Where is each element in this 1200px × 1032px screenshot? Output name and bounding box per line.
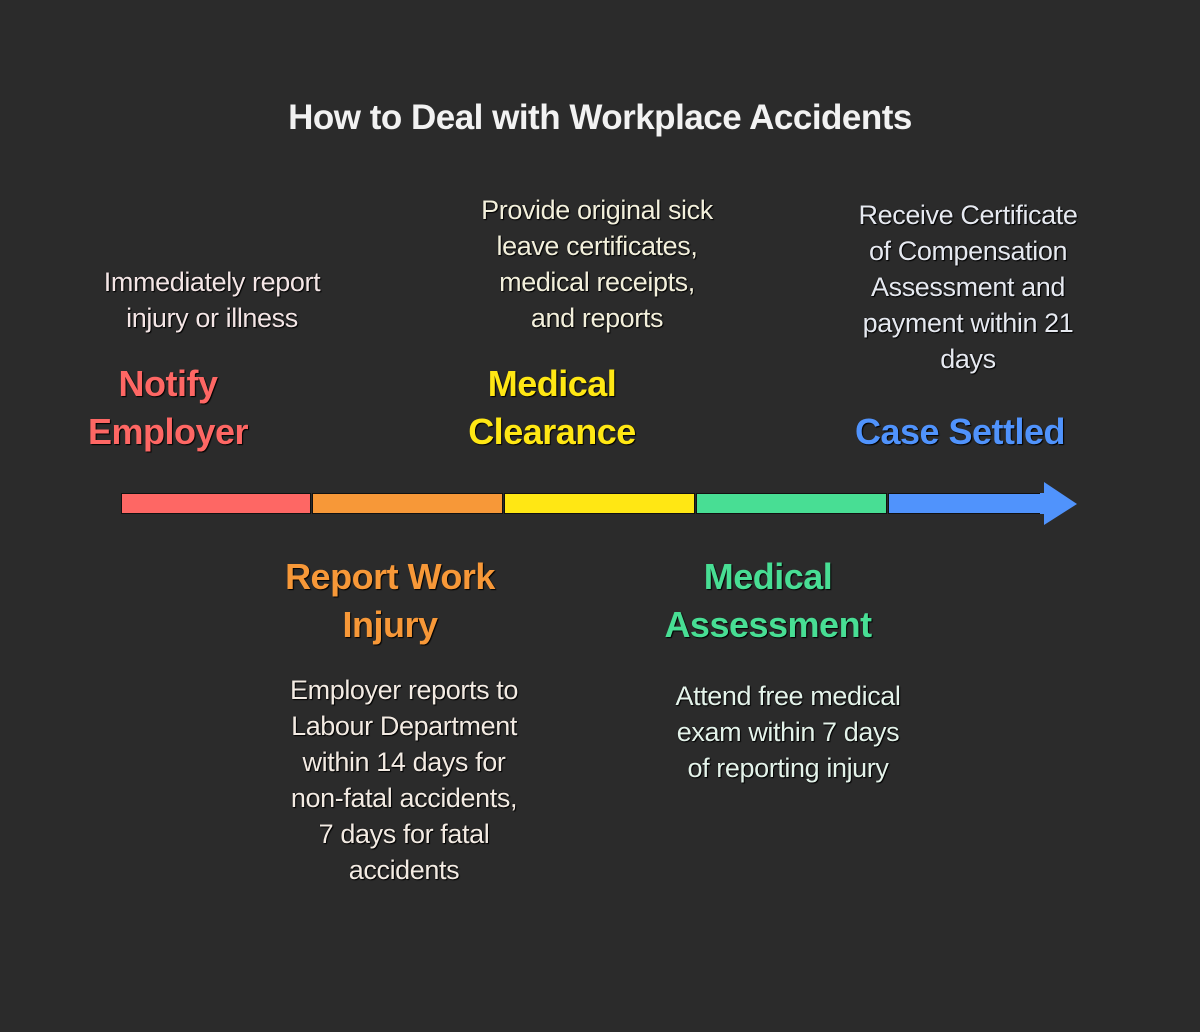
timeline-segment-report-work-injury bbox=[312, 493, 503, 514]
timeline-segment-medical-assessment bbox=[696, 493, 887, 514]
step-3-label: Medical Clearance bbox=[468, 363, 636, 452]
diagram-title: How to Deal with Workplace Accidents bbox=[288, 98, 912, 137]
timeline-segment-case-settled bbox=[888, 493, 1048, 514]
step-3-description: Provide original sick leave certificates… bbox=[481, 195, 713, 333]
timeline-segment-notify-employer bbox=[121, 493, 311, 514]
step-2-description: Employer reports to Labour Department wi… bbox=[290, 675, 518, 885]
step-4-label: Medical Assessment bbox=[664, 556, 872, 645]
step-4-description: Attend free medical exam within 7 days o… bbox=[675, 681, 901, 783]
step-5-description: Receive Certificate of Compensation Asse… bbox=[858, 200, 1078, 374]
step-1-label: Notify Employer bbox=[87, 363, 249, 452]
step-2-label: Report Work Injury bbox=[285, 556, 495, 645]
timeline-arrowhead-icon bbox=[1040, 482, 1077, 525]
step-1-description: Immediately report injury or illness bbox=[103, 267, 321, 333]
timeline-segment-medical-clearance bbox=[504, 493, 695, 514]
step-5-label: Case Settled bbox=[854, 411, 1066, 452]
